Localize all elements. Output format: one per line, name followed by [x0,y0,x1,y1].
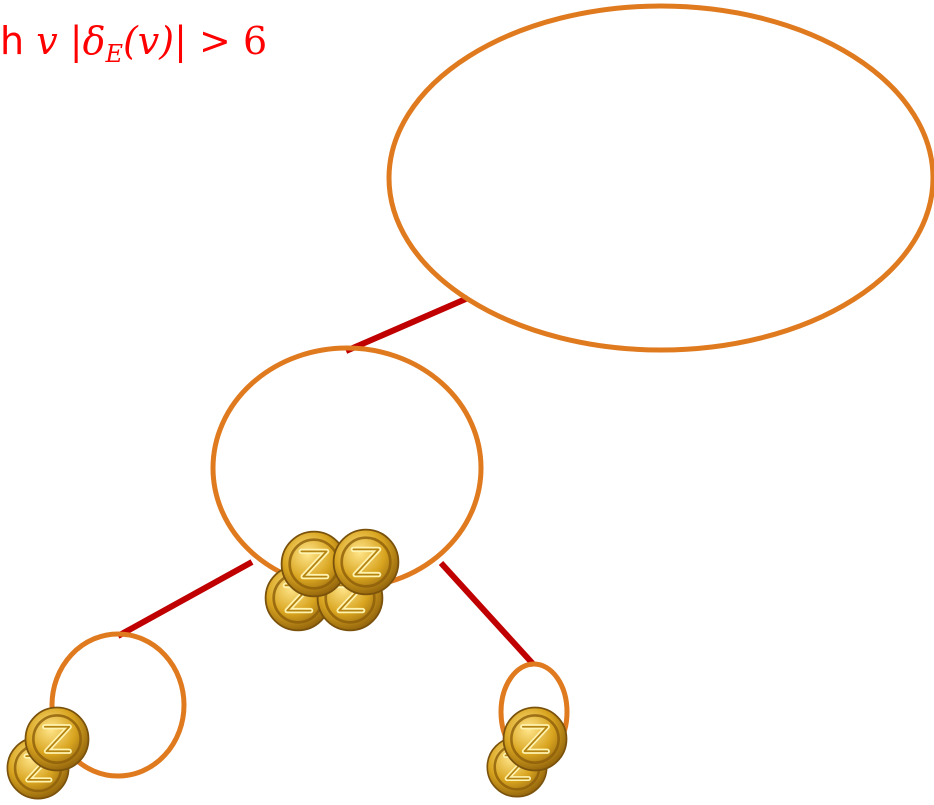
left-leaf-coin-stack [7,708,88,799]
root-node [389,6,933,350]
edge-middle-right [441,563,534,665]
edge-middle-left [118,562,252,636]
middle-node-coin-stack [266,530,399,631]
coin-icon [504,708,567,771]
coin-icon [334,530,399,595]
edge-root-middle [346,298,468,351]
coin-icon [26,708,89,771]
